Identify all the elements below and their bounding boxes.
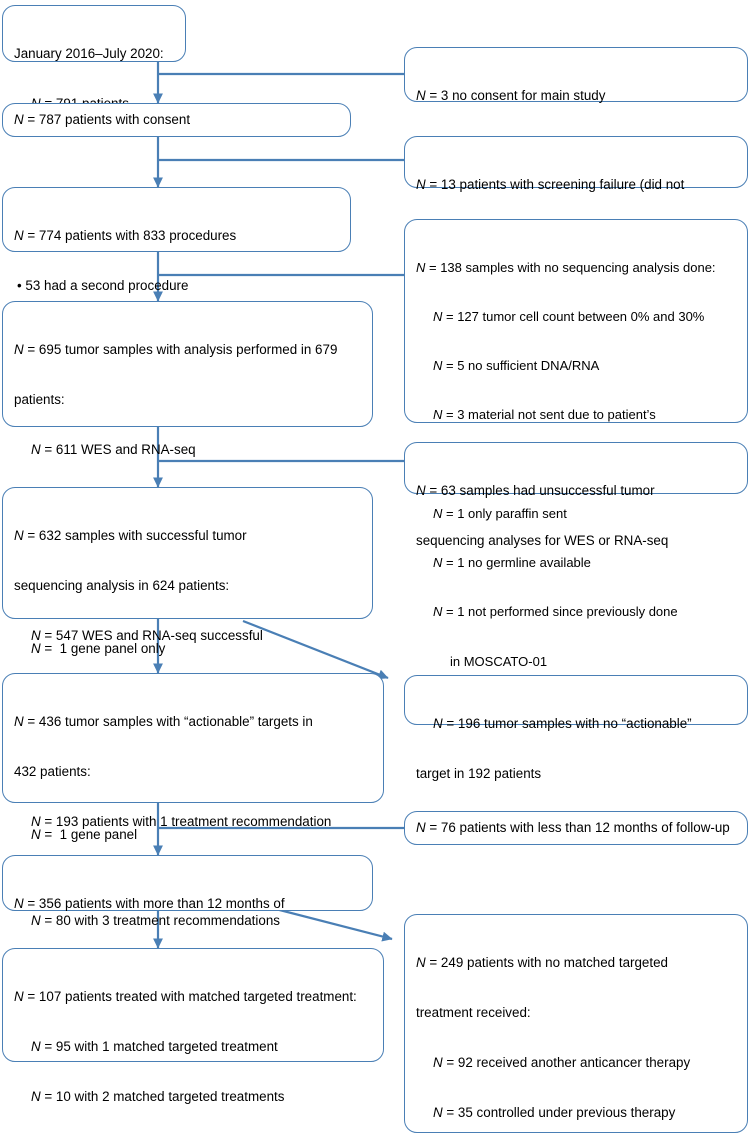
no-sequencing-line-3: N = 3 material not sent due to patient’s: [433, 407, 656, 423]
no-matched-line-3: N = 35 controlled under previous therapy: [433, 1104, 676, 1120]
successful-line-0: N = 632 samples with successful tumor: [14, 528, 247, 544]
unsuccessful-line-1: sequencing analyses for WES or RNA-seq: [416, 532, 669, 548]
with-consent-box[interactable]: N = 787 patients with consent: [2, 103, 351, 137]
screening-failure-box[interactable]: N = 13 patients with screening failure (…: [404, 136, 748, 242]
no-sequencing-box[interactable]: N = 138 samples with no sequencing analy…: [404, 219, 748, 669]
analysis-line-1: patients:: [14, 391, 65, 407]
procedures-box[interactable]: N = 774 patients with 833 procedures • 5…: [2, 187, 351, 343]
treated-line-0: N = 107 patients treated with matched ta…: [14, 989, 357, 1005]
more-than-12-months-followup-box[interactable]: N = 356 patients with more than 12 month…: [2, 855, 373, 961]
no-matched-line-2: N = 92 received another anticancer thera…: [433, 1054, 691, 1070]
successful-sequencing-box[interactable]: N = 632 samples with successful tumor se…: [2, 487, 373, 842]
no-sequencing-line-5: N = 1 only paraffin sent: [433, 505, 567, 521]
no-sequencing-line-7: N = 1 not performed since previously don…: [433, 604, 678, 620]
more-followup-line-0: N = 356 patients with more than 12 month…: [14, 896, 285, 912]
no-actionable-line-1: target in 192 patients: [416, 765, 542, 781]
no-sequencing-line-6: N = 1 no germline available: [433, 555, 591, 571]
treated-line-1: N = 95 with 1 matched targeted treatment: [31, 1038, 278, 1054]
no-actionable-line-0: N = 196 tumor samples with no “actionabl…: [433, 716, 692, 732]
no-matched-line-1: treatment received:: [416, 1004, 531, 1020]
actionable-line-4: N = 80 with 3 treatment recommendations: [31, 913, 280, 929]
no-actionable-target-box[interactable]: N = 196 tumor samples with no “actionabl…: [404, 675, 748, 781]
no-sequencing-line-8: in MOSCATO-01: [450, 653, 548, 669]
procedures-line-0: N = 774 patients with 833 procedures: [14, 228, 237, 244]
procedures-line-1: • 53 had a second procedure: [17, 277, 189, 293]
less-followup-line-0: N = 76 patients with less than 12 months…: [416, 819, 730, 835]
analysis-line-2: N = 611 WES and RNA-seq: [31, 441, 196, 457]
no-matched-treatment-box[interactable]: N = 249 patients with no matched targete…: [404, 914, 748, 1133]
unsuccessful-sequencing-box[interactable]: N = 63 samples had unsuccessful tumor se…: [404, 442, 748, 548]
no-consent-line-0: N = 3 no consent for main study: [416, 88, 606, 104]
included-line-0: January 2016–July 2020:: [14, 46, 164, 62]
unsuccessful-line-0: N = 63 samples had unsuccessful tumor: [416, 483, 655, 499]
actionable-line-1: 432 patients:: [14, 763, 91, 779]
successful-line-2: N = 547 WES and RNA-seq successful: [31, 627, 263, 643]
no-matched-line-0: N = 249 patients with no matched targete…: [416, 955, 668, 971]
no-sequencing-line-0: N = 138 samples with no sequencing analy…: [416, 259, 716, 275]
no-consent-box[interactable]: N = 3 no consent for main study N = 1 wi…: [404, 47, 748, 153]
actionable-line-2: N = 193 patients with 1 treatment recomm…: [31, 813, 332, 829]
no-sequencing-line-1: N = 127 tumor cell count between 0% and …: [433, 309, 705, 325]
analysis-line-0: N = 695 tumor samples with analysis perf…: [14, 342, 338, 358]
actionable-targets-box[interactable]: N = 436 tumor samples with “actionable” …: [2, 673, 384, 978]
analysis-line-6: N = 1 gene panel only: [31, 640, 166, 656]
screening-failure-line-0: N = 13 patients with screening failure (…: [416, 177, 685, 193]
treated-line-2: N = 10 with 2 matched targeted treatment…: [31, 1088, 285, 1104]
actionable-line-0: N = 436 tumor samples with “actionable” …: [14, 714, 313, 730]
with-consent-line-0: N = 787 patients with consent: [14, 111, 191, 127]
no-sequencing-line-2: N = 5 no sufficient DNA/RNA: [433, 358, 600, 374]
included-box[interactable]: January 2016–July 2020: N = 791 patients…: [2, 5, 186, 128]
successful-line-6: N = 1 gene panel: [31, 826, 138, 842]
treated-matched-box[interactable]: N = 107 patients treated with matched ta…: [2, 948, 384, 1104]
successful-line-1: sequencing analysis in 624 patients:: [14, 577, 230, 593]
less-than-12-months-followup-box[interactable]: N = 76 patients with less than 12 months…: [404, 811, 748, 845]
analysis-performed-box[interactable]: N = 695 tumor samples with analysis perf…: [2, 301, 373, 656]
